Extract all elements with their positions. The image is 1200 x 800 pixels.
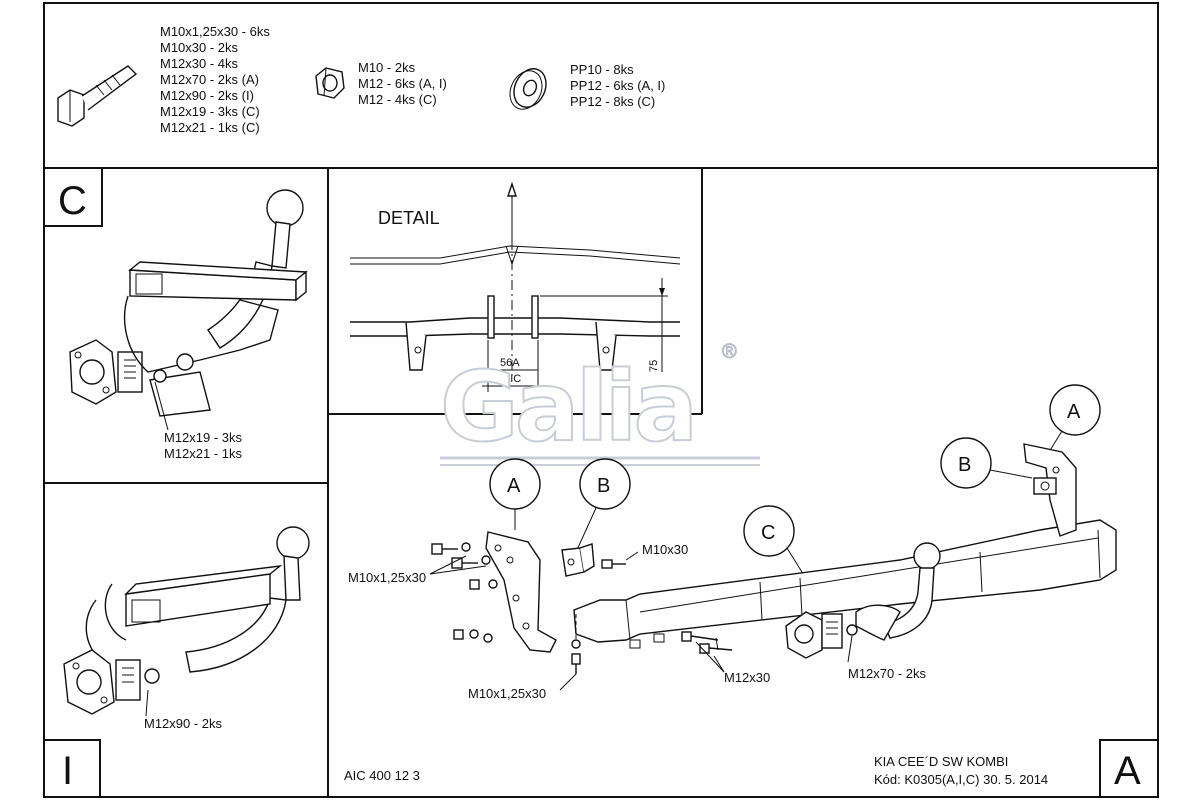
washers-list: PP10 - 8ks PP12 - 6ks (A, I) PP12 - 8ks …: [570, 62, 665, 109]
sheet-frame: [43, 2, 1159, 798]
left-bolts: [431, 542, 498, 643]
panel-i-tag: I: [62, 749, 73, 793]
crossbar-i: [124, 564, 283, 627]
panel-c: C M12x19 -: [43, 167, 308, 461]
assembly-tag: A: [1114, 749, 1141, 793]
bolt-icon: [57, 65, 138, 127]
callout-b-right: B: [940, 437, 1033, 489]
registered-mark: ®: [722, 341, 737, 363]
callout-b-left: B: [575, 458, 631, 553]
bolts-list-item: M12x70 - 2ks (A): [160, 72, 259, 87]
assembly-view: A B C A B: [348, 384, 1117, 701]
panel-i: I M12x90 - 2ks: [43, 526, 310, 798]
kod-date: Kód: K0305(A,I,C) 30. 5. 2014: [874, 772, 1048, 787]
vehicle-name: KIA CEE´D SW KOMBI: [874, 754, 1008, 769]
label-m12x70: M12x70 - 2ks: [848, 666, 927, 681]
footer: AIC 400 12 3 KIA CEE´D SW KOMBI Kód: K03…: [344, 739, 1159, 798]
panel-c-screw-label: M12x19 - 3ks: [164, 430, 243, 445]
detail-title: DETAIL: [378, 208, 440, 228]
label-m10x1-upper: M10x1,25x30: [348, 570, 426, 585]
bolts-list-item: M12x21 - 1ks (C): [160, 120, 260, 135]
nuts-list-item: M10 - 2ks: [358, 60, 416, 75]
callout-a-right: A: [1043, 384, 1101, 461]
label-m10x30: M10x30: [642, 542, 688, 557]
label-m12x30: M12x30: [724, 670, 770, 685]
svg-text:C: C: [761, 522, 775, 544]
main-tow-ball: [883, 542, 941, 639]
bracket-c: [123, 295, 279, 417]
nuts-list: M10 - 2ks M12 - 6ks (A, I) M12 - 4ks (C): [358, 60, 447, 107]
bolts-list: M10x1,25x30 - 6ks M10x30 - 2ks M12x30 - …: [160, 24, 270, 135]
svg-text:B: B: [958, 454, 971, 476]
callout-a-left: A: [489, 458, 541, 530]
right-bracket: [1023, 443, 1077, 537]
panel-c-screw-label: M12x21 - 1ks: [164, 446, 243, 461]
watermark-logo: Galia: [440, 351, 694, 463]
tow-ball-i: [185, 526, 310, 673]
panel-i-screw-label: M12x90 - 2ks: [144, 716, 223, 731]
m12x30-bolts: [681, 631, 733, 654]
detail-panel: DETAIL 75 56A 76IC: [350, 181, 681, 392]
nut-icon: [315, 67, 345, 99]
bolts-list-item: M12x30 - 4ks: [160, 56, 239, 71]
nuts-list-item: M12 - 4ks (C): [358, 92, 437, 107]
crossbar-c: [128, 261, 308, 302]
lower-bolt: [571, 614, 581, 674]
main-socket-plate: [785, 604, 901, 659]
svg-text:A: A: [1067, 401, 1081, 423]
washer-icon: [509, 68, 547, 110]
dim-75: 75: [648, 360, 660, 372]
galia-watermark: Galia ®: [439, 341, 760, 466]
left-bracket: [485, 531, 557, 653]
dim-56a: 56A: [500, 357, 520, 369]
svg-text:B: B: [597, 475, 610, 497]
bolts-list-item: M12x19 - 3ks (C): [160, 104, 260, 119]
socket-plate-c: [69, 339, 143, 405]
bolts-list-item: M12x90 - 2ks (I): [160, 88, 254, 103]
b-bracket: [561, 543, 626, 577]
socket-plate-i: [63, 649, 160, 715]
svg-text:A: A: [507, 475, 521, 497]
bolts-list-item: M10x30 - 2ks: [160, 40, 239, 55]
main-crossbar: [573, 519, 1117, 649]
label-m10x1-lower: M10x1,25x30: [468, 686, 546, 701]
nuts-list-item: M12 - 6ks (A, I): [358, 76, 447, 91]
washers-list-item: PP12 - 8ks (C): [570, 94, 655, 109]
washers-list-item: PP12 - 6ks (A, I): [570, 78, 665, 93]
drawing-code: AIC 400 12 3: [344, 768, 420, 783]
washers-list-item: PP10 - 8ks: [570, 62, 634, 77]
bolts-list-item: M10x1,25x30 - 6ks: [160, 24, 270, 39]
panel-c-tag: C: [58, 179, 87, 223]
dim-76ic: 76IC: [498, 373, 521, 385]
callout-c: C: [743, 505, 811, 586]
